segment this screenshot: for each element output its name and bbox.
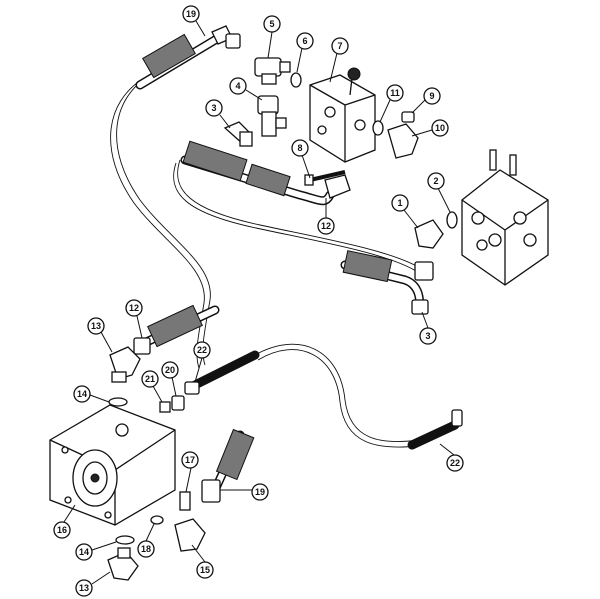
- o-ring-2: [446, 211, 458, 229]
- callout: 1: [391, 194, 409, 212]
- callout-label: 13: [79, 583, 89, 593]
- callout: 12: [125, 299, 143, 317]
- callout: 16: [53, 521, 71, 539]
- o-ring-14-upper: [108, 397, 128, 407]
- callout-label: 12: [321, 221, 331, 231]
- callout-label: 20: [165, 365, 175, 375]
- callout-label: 22: [197, 345, 207, 355]
- plug-9: [401, 111, 415, 123]
- callout: 15: [196, 561, 214, 579]
- callout: 20: [161, 361, 179, 379]
- callout-label: 21: [145, 374, 155, 384]
- hose-19-top: [135, 25, 241, 90]
- callouts: 19 5 6 7 4 3 11 9 10 8 12 1 2 3 13 12 22…: [53, 5, 464, 597]
- callout: 14: [75, 543, 93, 561]
- callout: 5: [263, 15, 281, 33]
- control-valve-body: [461, 149, 549, 286]
- callout-label: 4: [235, 81, 240, 91]
- callout-label: 11: [390, 88, 400, 98]
- callout-label: 3: [211, 103, 216, 113]
- callout: 21: [141, 370, 159, 388]
- callout-label: 2: [433, 176, 438, 186]
- fitting-20: [171, 395, 185, 411]
- callout: 3: [205, 99, 223, 117]
- elbow-fitting-3-upper: [223, 121, 253, 147]
- callout: 22: [446, 454, 464, 472]
- callout-label: 18: [141, 544, 151, 554]
- callout-label: 9: [429, 91, 434, 101]
- o-ring-11: [372, 120, 384, 136]
- hose-22-upper: [184, 350, 260, 395]
- callout: 9: [423, 87, 441, 105]
- valve-block-7: [309, 67, 376, 163]
- callout-label: 15: [200, 565, 210, 575]
- o-ring-14-lower: [115, 535, 135, 545]
- hose-12-middle: [180, 140, 351, 206]
- callout: 22: [193, 341, 211, 359]
- fitting-21: [159, 401, 171, 413]
- callout: 12: [317, 217, 335, 235]
- callout: 8: [291, 139, 309, 157]
- callout: 6: [296, 32, 314, 50]
- callout: 10: [431, 119, 449, 137]
- callout: 4: [229, 77, 247, 95]
- callout-label: 7: [337, 41, 342, 51]
- callout: 14: [73, 385, 91, 403]
- callout: 17: [181, 451, 199, 469]
- washer-18: [150, 515, 164, 525]
- tee-fitting-5: [254, 57, 291, 85]
- hose-22-lower: [407, 409, 463, 450]
- callout-label: 6: [302, 36, 307, 46]
- callout-label: 12: [129, 303, 139, 313]
- callout-label: 8: [297, 143, 302, 153]
- callout: 2: [427, 172, 445, 190]
- callout: 13: [87, 317, 105, 335]
- callout-label: 16: [57, 525, 67, 535]
- callout: 19: [251, 483, 269, 501]
- callout-label: 1: [397, 198, 402, 208]
- callout-label: 19: [186, 9, 196, 19]
- callout-label: 22: [450, 458, 460, 468]
- callout-label: 13: [91, 321, 101, 331]
- callout: 11: [386, 84, 404, 102]
- callout-label: 17: [185, 455, 195, 465]
- elbow-fitting-13-upper: [109, 346, 141, 383]
- callout: 18: [137, 540, 155, 558]
- callout-label: 10: [435, 123, 445, 133]
- callout: 19: [182, 5, 200, 23]
- callout: 7: [331, 37, 349, 55]
- elbow-fitting-15: [174, 518, 206, 552]
- hose-19-lower: [201, 428, 255, 503]
- callout-label: 19: [255, 487, 265, 497]
- callout-label: 14: [79, 547, 89, 557]
- elbow-fitting-10: [387, 123, 419, 159]
- elbow-fitting-1: [414, 219, 444, 249]
- hose-12-lower: [133, 304, 220, 355]
- o-ring-6: [290, 72, 302, 88]
- elbow-fitting-13-lower: [107, 547, 139, 581]
- hose-3-right: [340, 250, 434, 315]
- callout: 3: [419, 327, 437, 345]
- hydraulic-pump-16: [49, 404, 176, 526]
- thin-tubes: [110, 74, 421, 448]
- tee-fitting-4: [257, 95, 287, 137]
- callout-label: 5: [269, 19, 274, 29]
- callout: 13: [75, 579, 93, 597]
- bolt-17: [179, 491, 191, 511]
- callout-label: 14: [77, 389, 87, 399]
- callout-label: 3: [425, 331, 430, 341]
